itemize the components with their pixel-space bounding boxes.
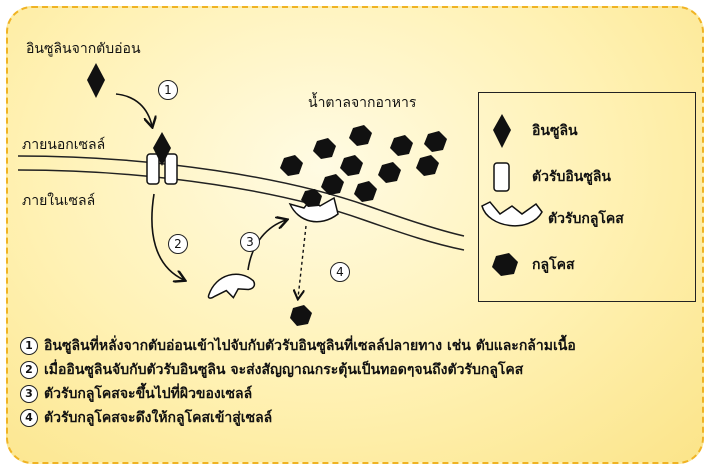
diagram-panel: อินซูลินจากตับอ่อน ภายนอกเซลล์ ภายในเซลล… [6, 6, 704, 464]
step-number-badge: 2 [20, 361, 38, 379]
insulin-glucose-diagram [17, 63, 543, 326]
step-marker-4: 4 [330, 262, 350, 282]
glucose-icon [390, 135, 413, 156]
step-marker-1: 1 [158, 80, 178, 100]
glucose-icon [340, 155, 363, 176]
arrow-step-1 [115, 93, 152, 126]
glucose-icon [416, 155, 439, 176]
step-number-badge: 1 [20, 337, 38, 355]
food-sugar-label: น้ำตาลจากอาหาร [308, 95, 417, 111]
legend-label-glucose: กลูโคส [532, 257, 575, 273]
arrow-step-2 [151, 193, 184, 280]
legend-label-insulin-receptor: ตัวรับอินซูลิน [532, 169, 611, 185]
legend-label-glucose-receptor: ตัวรับกลูโคส [548, 211, 624, 227]
legend-label-insulin: อินซูลิน [532, 123, 578, 139]
legend-glucose-icon [492, 253, 518, 276]
step-item-1: 1 อินซูลินที่หลั่งจากตับอ่อนเข้าไปจับกับ… [20, 336, 576, 356]
glucose-in-receptor-icon [301, 189, 322, 207]
glucose-icon [313, 138, 336, 159]
insulin-source-label: อินซูลินจากตับอ่อน [26, 41, 141, 57]
step-item-3: 3 ตัวรับกลูโคสจะขึ้นไปที่ผิวของเซลล์ [20, 384, 252, 404]
step-item-2: 2 เมื่ออินซูลินจับกับตัวรับอินซูลิน จะส่… [20, 360, 523, 380]
insulin-receptor-left-icon [146, 153, 160, 185]
cell-membrane-outer [17, 155, 465, 237]
glucose-icon [424, 131, 447, 152]
glucose-icon [321, 174, 344, 195]
insulin-icon [87, 63, 105, 98]
glucose-icon [349, 125, 372, 146]
insulin-receptor-right-icon [164, 153, 178, 185]
step-item-4: 4 ตัวรับกลูโคสจะดึงให้กลูโคสเข้าสู่เซลล์ [20, 408, 272, 428]
arrow-step-3 [247, 220, 286, 271]
glucose-inside-cell-icon [290, 305, 312, 326]
step-text: ตัวรับกลูโคสจะดึงให้กลูโคสเข้าสู่เซลล์ [44, 410, 273, 426]
food-glucose-cluster [280, 125, 447, 202]
legend-insulin-receptor-icon [493, 162, 510, 192]
step-marker-2: 2 [168, 234, 188, 254]
step-text: เมื่ออินซูลินจับกับตัวรับอินซูลิน จะส่งส… [44, 362, 524, 378]
inside-cell-label: ภายในเซลล์ [22, 193, 96, 209]
glucose-receptor-inside-icon [207, 273, 256, 299]
step-number-badge: 3 [20, 385, 38, 403]
legend-insulin-icon [493, 114, 511, 148]
glucose-icon [378, 162, 401, 183]
outside-cell-label: ภายนอกเซลล์ [22, 137, 106, 153]
step-number-badge: 4 [20, 409, 38, 427]
legend-glucose-receptor-icon [481, 201, 543, 227]
glucose-icon [280, 155, 303, 176]
step-text: อินซูลินที่หลั่งจากตับอ่อนเข้าไปจับกับตั… [44, 338, 576, 354]
step-text: ตัวรับกลูโคสจะขึ้นไปที่ผิวของเซลล์ [44, 386, 253, 402]
glucose-icon [354, 181, 377, 202]
bound-insulin-icon [153, 132, 171, 166]
legend-box [478, 92, 696, 302]
arrow-step-4 [298, 225, 307, 298]
step-marker-3: 3 [240, 232, 260, 252]
